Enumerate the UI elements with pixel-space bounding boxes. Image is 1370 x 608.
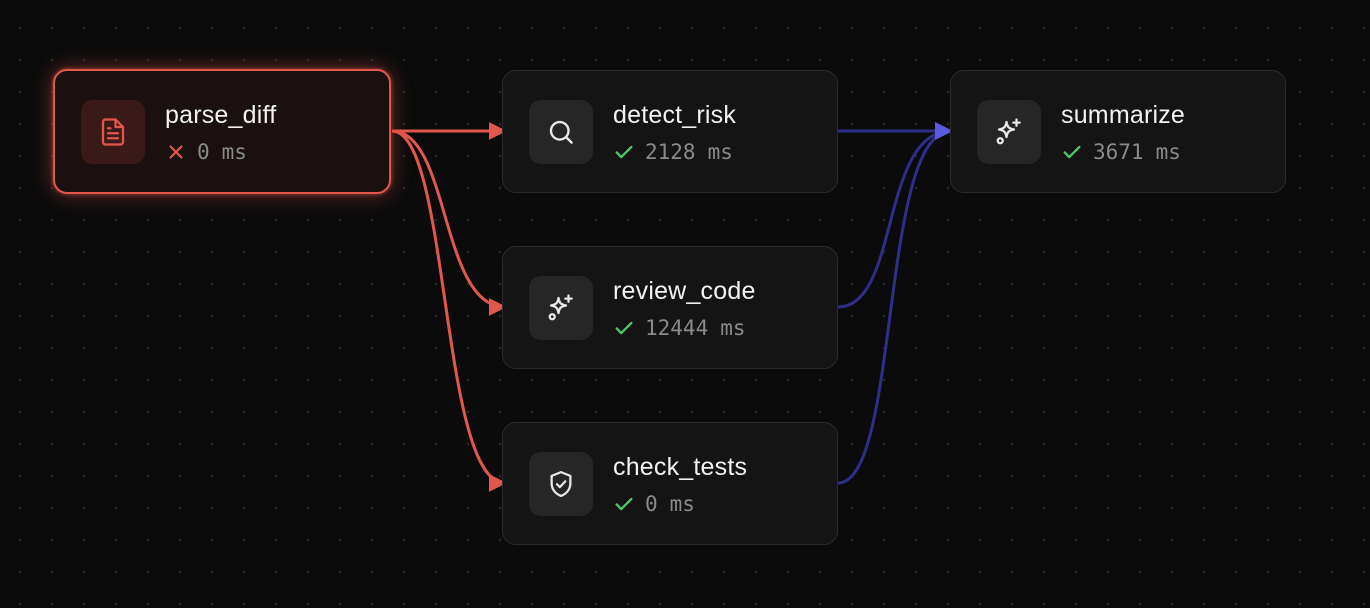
- edge-check_tests-to-summarize[interactable]: [837, 122, 953, 485]
- node-text: review_code 12444 ms: [613, 276, 756, 340]
- node-duration: 0: [645, 491, 658, 516]
- node-check_tests[interactable]: check_tests 0 ms: [502, 422, 838, 545]
- node-detect_risk[interactable]: detect_risk 2128 ms: [502, 70, 838, 193]
- node-title: summarize: [1061, 100, 1186, 129]
- edge-parse_diff-to-review_code[interactable]: [391, 129, 507, 316]
- node-review_code[interactable]: review_code 12444 ms: [502, 246, 838, 369]
- node-title: review_code: [613, 276, 756, 305]
- shield-check-icon: [550, 470, 572, 497]
- check-icon: [615, 145, 633, 158]
- node-icon-box: [81, 99, 145, 164]
- node-text: parse_diff 0 ms: [165, 100, 276, 164]
- node-icon-box: [529, 275, 593, 340]
- x-icon: [169, 144, 183, 159]
- edge-parse_diff-to-check_tests[interactable]: [391, 129, 507, 492]
- node-status-row: 0 ms: [165, 140, 276, 164]
- node-text: check_tests 0 ms: [613, 452, 747, 516]
- node-status-row: 2128 ms: [613, 140, 736, 164]
- node-title: detect_risk: [613, 100, 737, 129]
- check-icon: [615, 497, 633, 510]
- node-summarize[interactable]: summarize 3671 ms: [950, 70, 1286, 193]
- node-duration: 2128: [645, 139, 696, 164]
- node-duration: 3671: [1093, 139, 1144, 164]
- file-text-icon: [101, 117, 125, 146]
- node-icon-box: [529, 99, 593, 164]
- node-icon-box: [977, 99, 1041, 164]
- check-icon: [615, 321, 633, 334]
- sparkles-icon: [996, 117, 1021, 144]
- node-duration: 12444: [645, 315, 709, 340]
- node-status-row: 12444 ms: [613, 316, 756, 340]
- node-icon-box: [529, 451, 593, 516]
- node-duration: 0: [197, 139, 210, 164]
- node-parse_diff[interactable]: parse_diff 0 ms: [53, 69, 391, 194]
- sparkles-icon: [548, 293, 573, 320]
- search-icon: [549, 120, 573, 144]
- check-icon: [1063, 145, 1081, 158]
- node-duration-unit: ms: [720, 315, 746, 340]
- edge-review_code-to-summarize[interactable]: [837, 122, 953, 309]
- node-title: check_tests: [613, 452, 748, 481]
- node-duration-unit: ms: [707, 139, 733, 164]
- node-title: parse_diff: [165, 100, 277, 129]
- node-duration-unit: ms: [1155, 139, 1181, 164]
- node-duration-unit: ms: [221, 139, 247, 164]
- node-text: detect_risk 2128 ms: [613, 100, 736, 164]
- node-text: summarize 3671 ms: [1061, 100, 1185, 164]
- node-duration-unit: ms: [669, 491, 695, 516]
- node-status-row: 0 ms: [613, 492, 747, 516]
- node-status-row: 3671 ms: [1061, 140, 1185, 164]
